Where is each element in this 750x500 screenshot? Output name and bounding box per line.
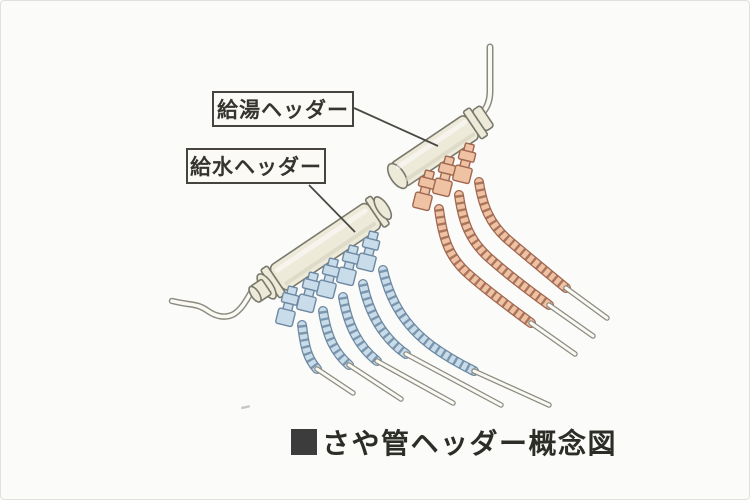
caption-text: さや管ヘッダー概念図 xyxy=(322,427,618,460)
scan-speck xyxy=(241,405,251,410)
cold-branch-pipe-1-corrugation-ribs xyxy=(297,324,321,372)
cold-outlet-2-part-4 xyxy=(296,293,317,314)
hot-outlet-1-part-4 xyxy=(412,191,433,212)
cold-branch-pipe-3-sheath-tail xyxy=(375,359,455,405)
cold-header-shade xyxy=(284,222,377,286)
cold-outlet-fitting-1 xyxy=(275,285,300,328)
cold-outlet-fitting-4 xyxy=(336,244,361,287)
hot-branch-pipe-2-sheath-tail xyxy=(547,303,595,338)
inlet-pipe-body xyxy=(170,287,255,319)
cold-branch-pipe-1-sheath-tail xyxy=(315,367,355,395)
branch-pipes-layer xyxy=(275,142,610,408)
cold-header-highlight xyxy=(274,208,368,273)
hot-header-label: 給湯ヘッダー xyxy=(212,91,354,127)
cold-branch-pipe-5-corrugation-ribs xyxy=(378,269,476,375)
cold-outlet-1-part-4 xyxy=(275,307,296,328)
cold-branch-pipe-2-sheath-tail xyxy=(347,363,403,401)
hot-branch-pipe-3-corrugation-ribs xyxy=(474,181,569,292)
hot-outlet-fitting-2 xyxy=(432,155,457,198)
hot-header-leader-line xyxy=(353,107,439,147)
cold-branch-pipe-4-corrugation-ribs xyxy=(358,283,409,358)
cold-outlet-4-part-4 xyxy=(336,266,357,287)
cold-header-label-text: 給水ヘッダー xyxy=(190,155,322,179)
hot-outlet-3-part-4 xyxy=(452,164,473,185)
cold-header-right-cap xyxy=(373,196,393,221)
cold-header-label: 給水ヘッダー xyxy=(186,148,326,184)
hot-branch-pipe-1-sheath-tail xyxy=(529,321,577,356)
cold-branch-pipe-4-sheath-tail xyxy=(404,352,503,407)
cold-outlet-fitting-5 xyxy=(356,230,381,273)
cold-branch-pipe-5-sheath-tail xyxy=(472,369,551,407)
hot-outlet-2-part-4 xyxy=(432,177,453,198)
hot-header-right-cap xyxy=(472,105,494,132)
caption-square-bullet xyxy=(291,429,317,455)
cold-outlet-fitting-3 xyxy=(316,257,341,300)
hot-branch-pipe-3-sheath-tail xyxy=(564,286,609,320)
cold-branch-pipe-3-corrugation-ribs xyxy=(338,296,380,365)
cold-outlet-5-part-4 xyxy=(356,252,377,273)
cold-header-inlet-nut-cap xyxy=(248,285,262,303)
hot-header-shade xyxy=(404,132,476,182)
hot-branch-pipe-2-corrugated-body xyxy=(455,191,553,309)
cold-header-leader-line xyxy=(308,184,356,233)
diagram-caption: さや管ヘッダー概念図 xyxy=(291,422,617,462)
hot-branch-pipe-2-corrugated-outline xyxy=(454,190,554,310)
hot-outlet-fitting-1 xyxy=(412,169,437,212)
hot-header-left-cap xyxy=(386,162,409,190)
hot-header-label-text: 給湯ヘッダー xyxy=(217,98,349,122)
hot-outlet-fitting-3 xyxy=(452,142,477,185)
cold-branch-pipe-5-corrugated-body xyxy=(379,266,478,375)
cold-branch-pipe-5-corrugated-outline xyxy=(378,265,479,376)
cold-outlet-fitting-2 xyxy=(296,271,321,314)
hot-water-header xyxy=(386,105,494,190)
hot-branch-pipe-2-corrugation-ribs xyxy=(454,194,552,309)
hot-branch-pipe-1-corrugation-ribs xyxy=(434,208,534,327)
hot-branch-pipe-1-corrugated-body xyxy=(435,205,535,327)
hot-header-highlight xyxy=(396,119,468,170)
cold-branch-pipe-2-corrugation-ribs xyxy=(318,310,352,369)
cold-outlet-3-part-4 xyxy=(316,279,337,300)
hot-branch-pipe-1-corrugated-outline xyxy=(434,204,536,328)
cold-supply-inlet-pipe xyxy=(168,285,257,320)
